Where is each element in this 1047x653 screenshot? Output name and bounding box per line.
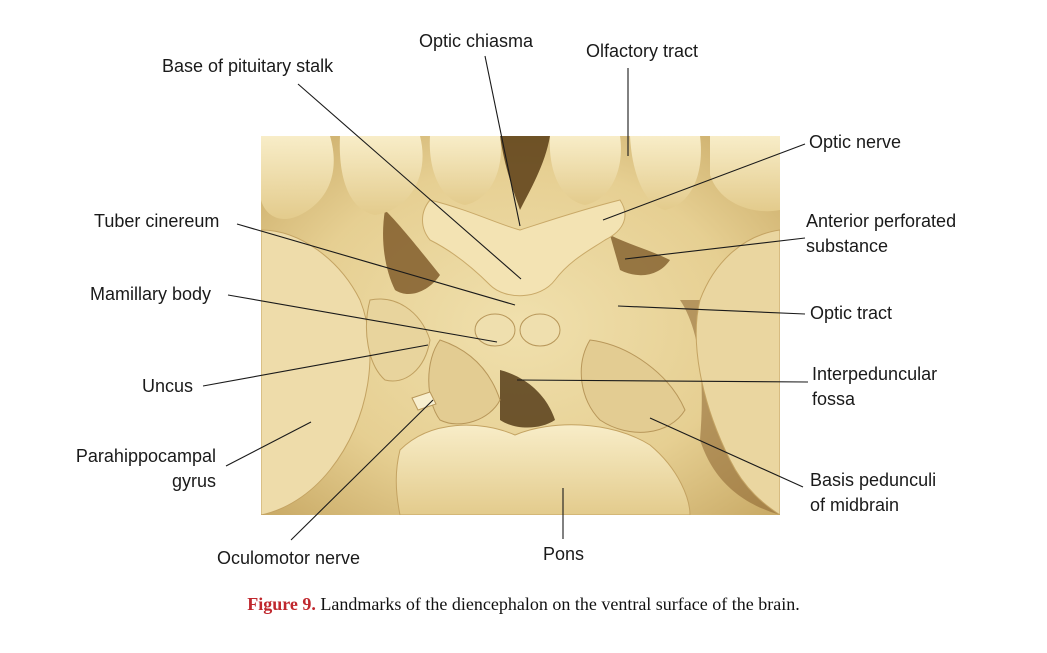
leader-anterior-perforated [624, 237, 806, 260]
leader-optic-nerve [602, 143, 806, 221]
figure-caption: Figure 9. Landmarks of the diencephalon … [0, 594, 1047, 615]
figure-number: Figure 9. [247, 594, 316, 614]
leader-optic-tract [617, 305, 806, 315]
leader-parahippocampal-gyrus [225, 421, 312, 467]
label-line: gyrus [171, 471, 216, 491]
label-uncus: Uncus [142, 376, 194, 396]
label-oculomotor-nerve: Oculomotor nerve [217, 548, 361, 568]
label-basis-pedunculi: Basis pedunculi of midbrain [810, 468, 936, 518]
leader-tuber-cinereum [236, 223, 516, 306]
label-optic-tract: Optic tract [810, 303, 893, 323]
label-line: of midbrain [810, 495, 900, 515]
label-anterior-perforated-substance: Anterior perforated substance [806, 209, 956, 259]
leader-optic-chiasma [484, 55, 521, 227]
label-olfactory-tract: Olfactory tract [586, 41, 699, 61]
leader-interpeduncular-fossa [516, 379, 809, 383]
label-tuber-cinereum: Tuber cinereum [94, 211, 220, 231]
label-line: Anterior perforated [806, 211, 957, 231]
brain-photo [261, 136, 780, 515]
label-base-pituitary-stalk: Base of pituitary stalk [162, 56, 334, 76]
label-interpeduncular-fossa: Interpeduncular fossa [812, 362, 937, 412]
caption-text: Landmarks of the diencephalon on the ven… [315, 594, 800, 614]
label-pons: Pons [543, 544, 585, 564]
label-optic-nerve: Optic nerve [809, 132, 902, 152]
label-line: fossa [812, 389, 856, 409]
leader-lines [202, 55, 809, 541]
leader-base-pituitary-stalk [297, 83, 522, 280]
leader-oculomotor-nerve [290, 399, 434, 541]
label-mamillary-body: Mamillary body [90, 284, 212, 304]
label-line: Basis pedunculi [810, 470, 937, 490]
label-line: Parahippocampal [75, 446, 216, 466]
label-parahippocampal-gyrus: Parahippocampal gyrus [64, 444, 216, 494]
leader-uncus [202, 344, 429, 387]
leader-mamillary-body [227, 294, 498, 343]
label-optic-chiasma: Optic chiasma [419, 31, 534, 51]
label-line: Interpeduncular [812, 364, 938, 384]
label-line: substance [806, 236, 889, 256]
leader-basis-pedunculi [649, 417, 804, 488]
